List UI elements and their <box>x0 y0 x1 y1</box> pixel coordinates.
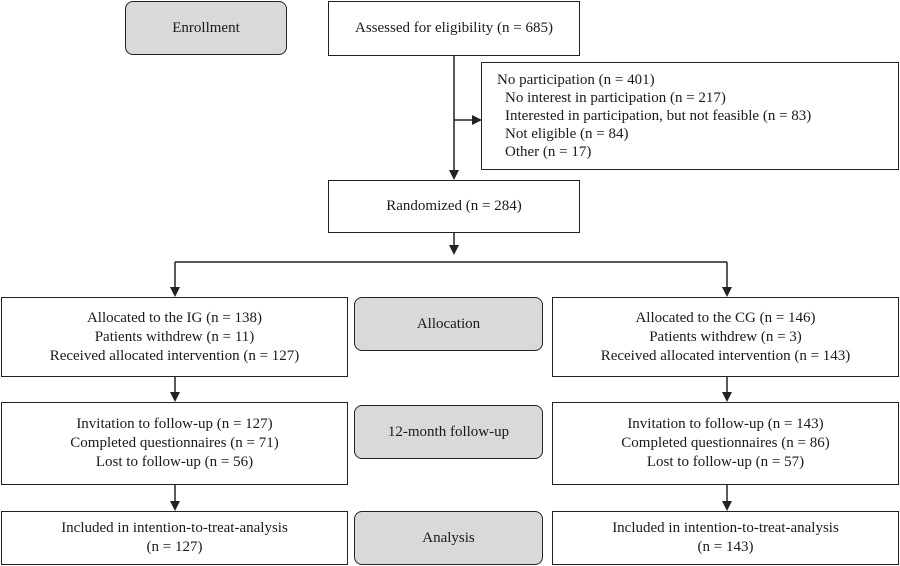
ig-analysis-box: Included in intention-to-treat-analysis … <box>1 511 348 565</box>
cg-analysis-count: (n = 143) <box>697 539 754 555</box>
ig-withdrew: Patients withdrew (n = 11) <box>94 328 255 345</box>
cg-withdrew: Patients withdrew (n = 3) <box>649 328 802 345</box>
assessed-box: Assessed for eligibility (n = 685) <box>328 1 580 56</box>
ig-received: Received allocated intervention (n = 127… <box>49 347 300 364</box>
cg-analysis-box: Included in intention-to-treat-analysis … <box>552 511 899 565</box>
ig-allocation-box: Allocated to the IG (n = 138) Patients w… <box>1 297 348 377</box>
cg-allocation-box: Allocated to the CG (n = 146) Patients w… <box>552 297 899 377</box>
exclusion-item: Other (n = 17) <box>505 144 592 160</box>
stage-enrollment-label: Enrollment <box>172 19 240 36</box>
cg-analysis-label: Included in intention-to-treat-analysis <box>612 520 839 536</box>
stage-allocation-label: Allocation <box>416 315 481 332</box>
randomized-text: Randomized (n = 284) <box>386 198 522 214</box>
exclusion-item: No interest in participation (n = 217) <box>505 90 726 106</box>
stage-analysis: Analysis <box>354 511 543 565</box>
ig-followup-box: Invitation to follow-up (n = 127) Comple… <box>1 402 348 485</box>
cg-allocated: Allocated to the CG (n = 146) <box>635 309 816 326</box>
assessed-text: Assessed for eligibility (n = 685) <box>354 20 554 36</box>
stage-followup: 12-month follow-up <box>354 405 543 459</box>
stage-enrollment: Enrollment <box>125 1 287 55</box>
ig-analysis-label: Included in intention-to-treat-analysis <box>61 520 288 536</box>
ig-completed: Completed questionnaires (n = 71) <box>70 435 279 451</box>
cg-completed: Completed questionnaires (n = 86) <box>621 435 830 451</box>
exclusion-box: No participation (n = 401) No interest i… <box>481 62 899 170</box>
cg-received: Received allocated intervention (n = 143… <box>600 347 851 364</box>
cg-invitation: Invitation to follow-up (n = 143) <box>627 416 824 432</box>
ig-allocated: Allocated to the IG (n = 138) <box>86 309 263 326</box>
ig-analysis-count: (n = 127) <box>146 539 203 555</box>
stage-analysis-label: Analysis <box>422 529 475 546</box>
cg-lost: Lost to follow-up (n = 57) <box>646 454 805 470</box>
exclusion-item: Interested in participation, but not fea… <box>505 108 812 124</box>
ig-lost: Lost to follow-up (n = 56) <box>95 454 254 470</box>
stage-allocation: Allocation <box>354 297 543 351</box>
exclusion-title: No participation (n = 401) <box>497 72 655 88</box>
exclusion-item: Not eligible (n = 84) <box>505 126 629 142</box>
cg-followup-box: Invitation to follow-up (n = 143) Comple… <box>552 402 899 485</box>
stage-followup-label: 12-month follow-up <box>387 423 510 440</box>
randomized-box: Randomized (n = 284) <box>328 180 580 233</box>
ig-invitation: Invitation to follow-up (n = 127) <box>76 416 273 432</box>
